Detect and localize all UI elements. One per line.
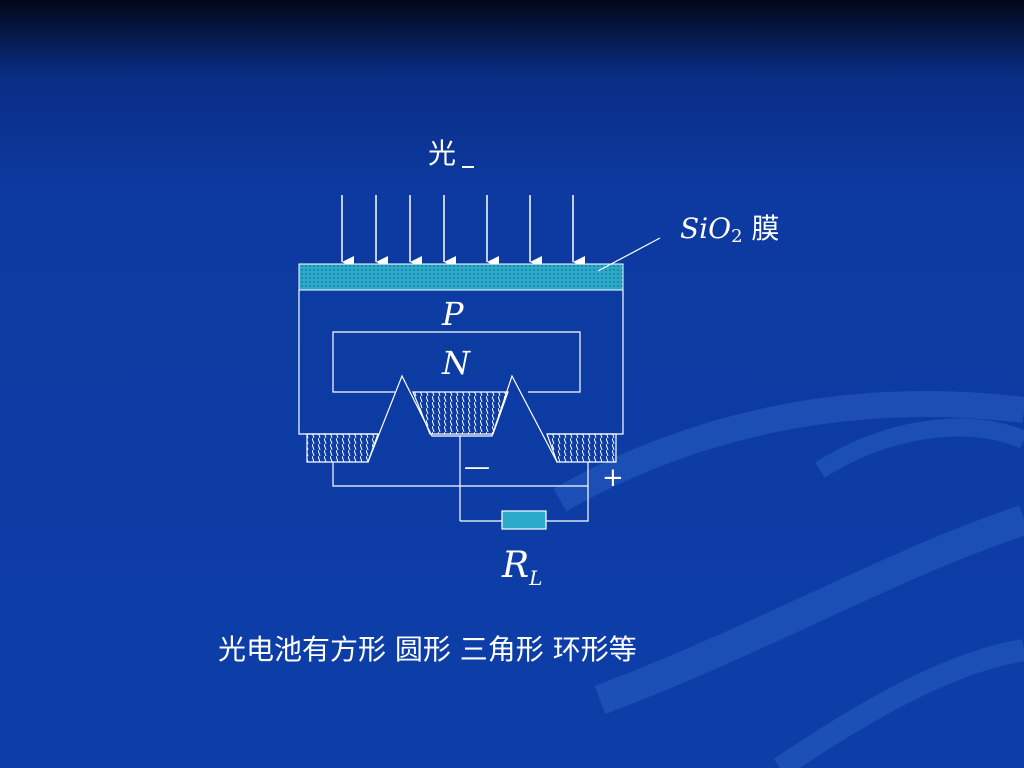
n-region-outline <box>332 331 581 393</box>
load-label-main: R <box>502 545 530 586</box>
sio2-subscript: 2 <box>731 226 743 247</box>
sio2-film-label: SiO2 膜 <box>680 215 779 246</box>
positive-terminal-label: + <box>602 463 624 493</box>
load-resistor <box>501 510 547 530</box>
light-label: 光 <box>428 137 457 170</box>
external-circuit <box>332 436 589 522</box>
slide-caption: 光电池有方形 圆形 三角形 环形等 <box>218 633 637 666</box>
left-electrode <box>306 433 379 463</box>
film-label-suffix: 膜 <box>751 212 780 245</box>
electrode-peaks <box>367 374 558 463</box>
sio2-film <box>298 263 624 291</box>
right-electrode <box>546 433 617 463</box>
load-resistor-label: RL <box>502 545 543 590</box>
negative-terminal-label: — <box>464 452 490 482</box>
load-label-subscript: L <box>529 566 543 590</box>
sio2-formula: SiO <box>680 212 732 245</box>
background-swirl <box>553 391 1024 768</box>
light-arrows <box>341 195 585 268</box>
p-region-label: P <box>442 295 464 333</box>
sio2-leader-line <box>597 237 661 272</box>
n-region-label: N <box>442 344 470 382</box>
